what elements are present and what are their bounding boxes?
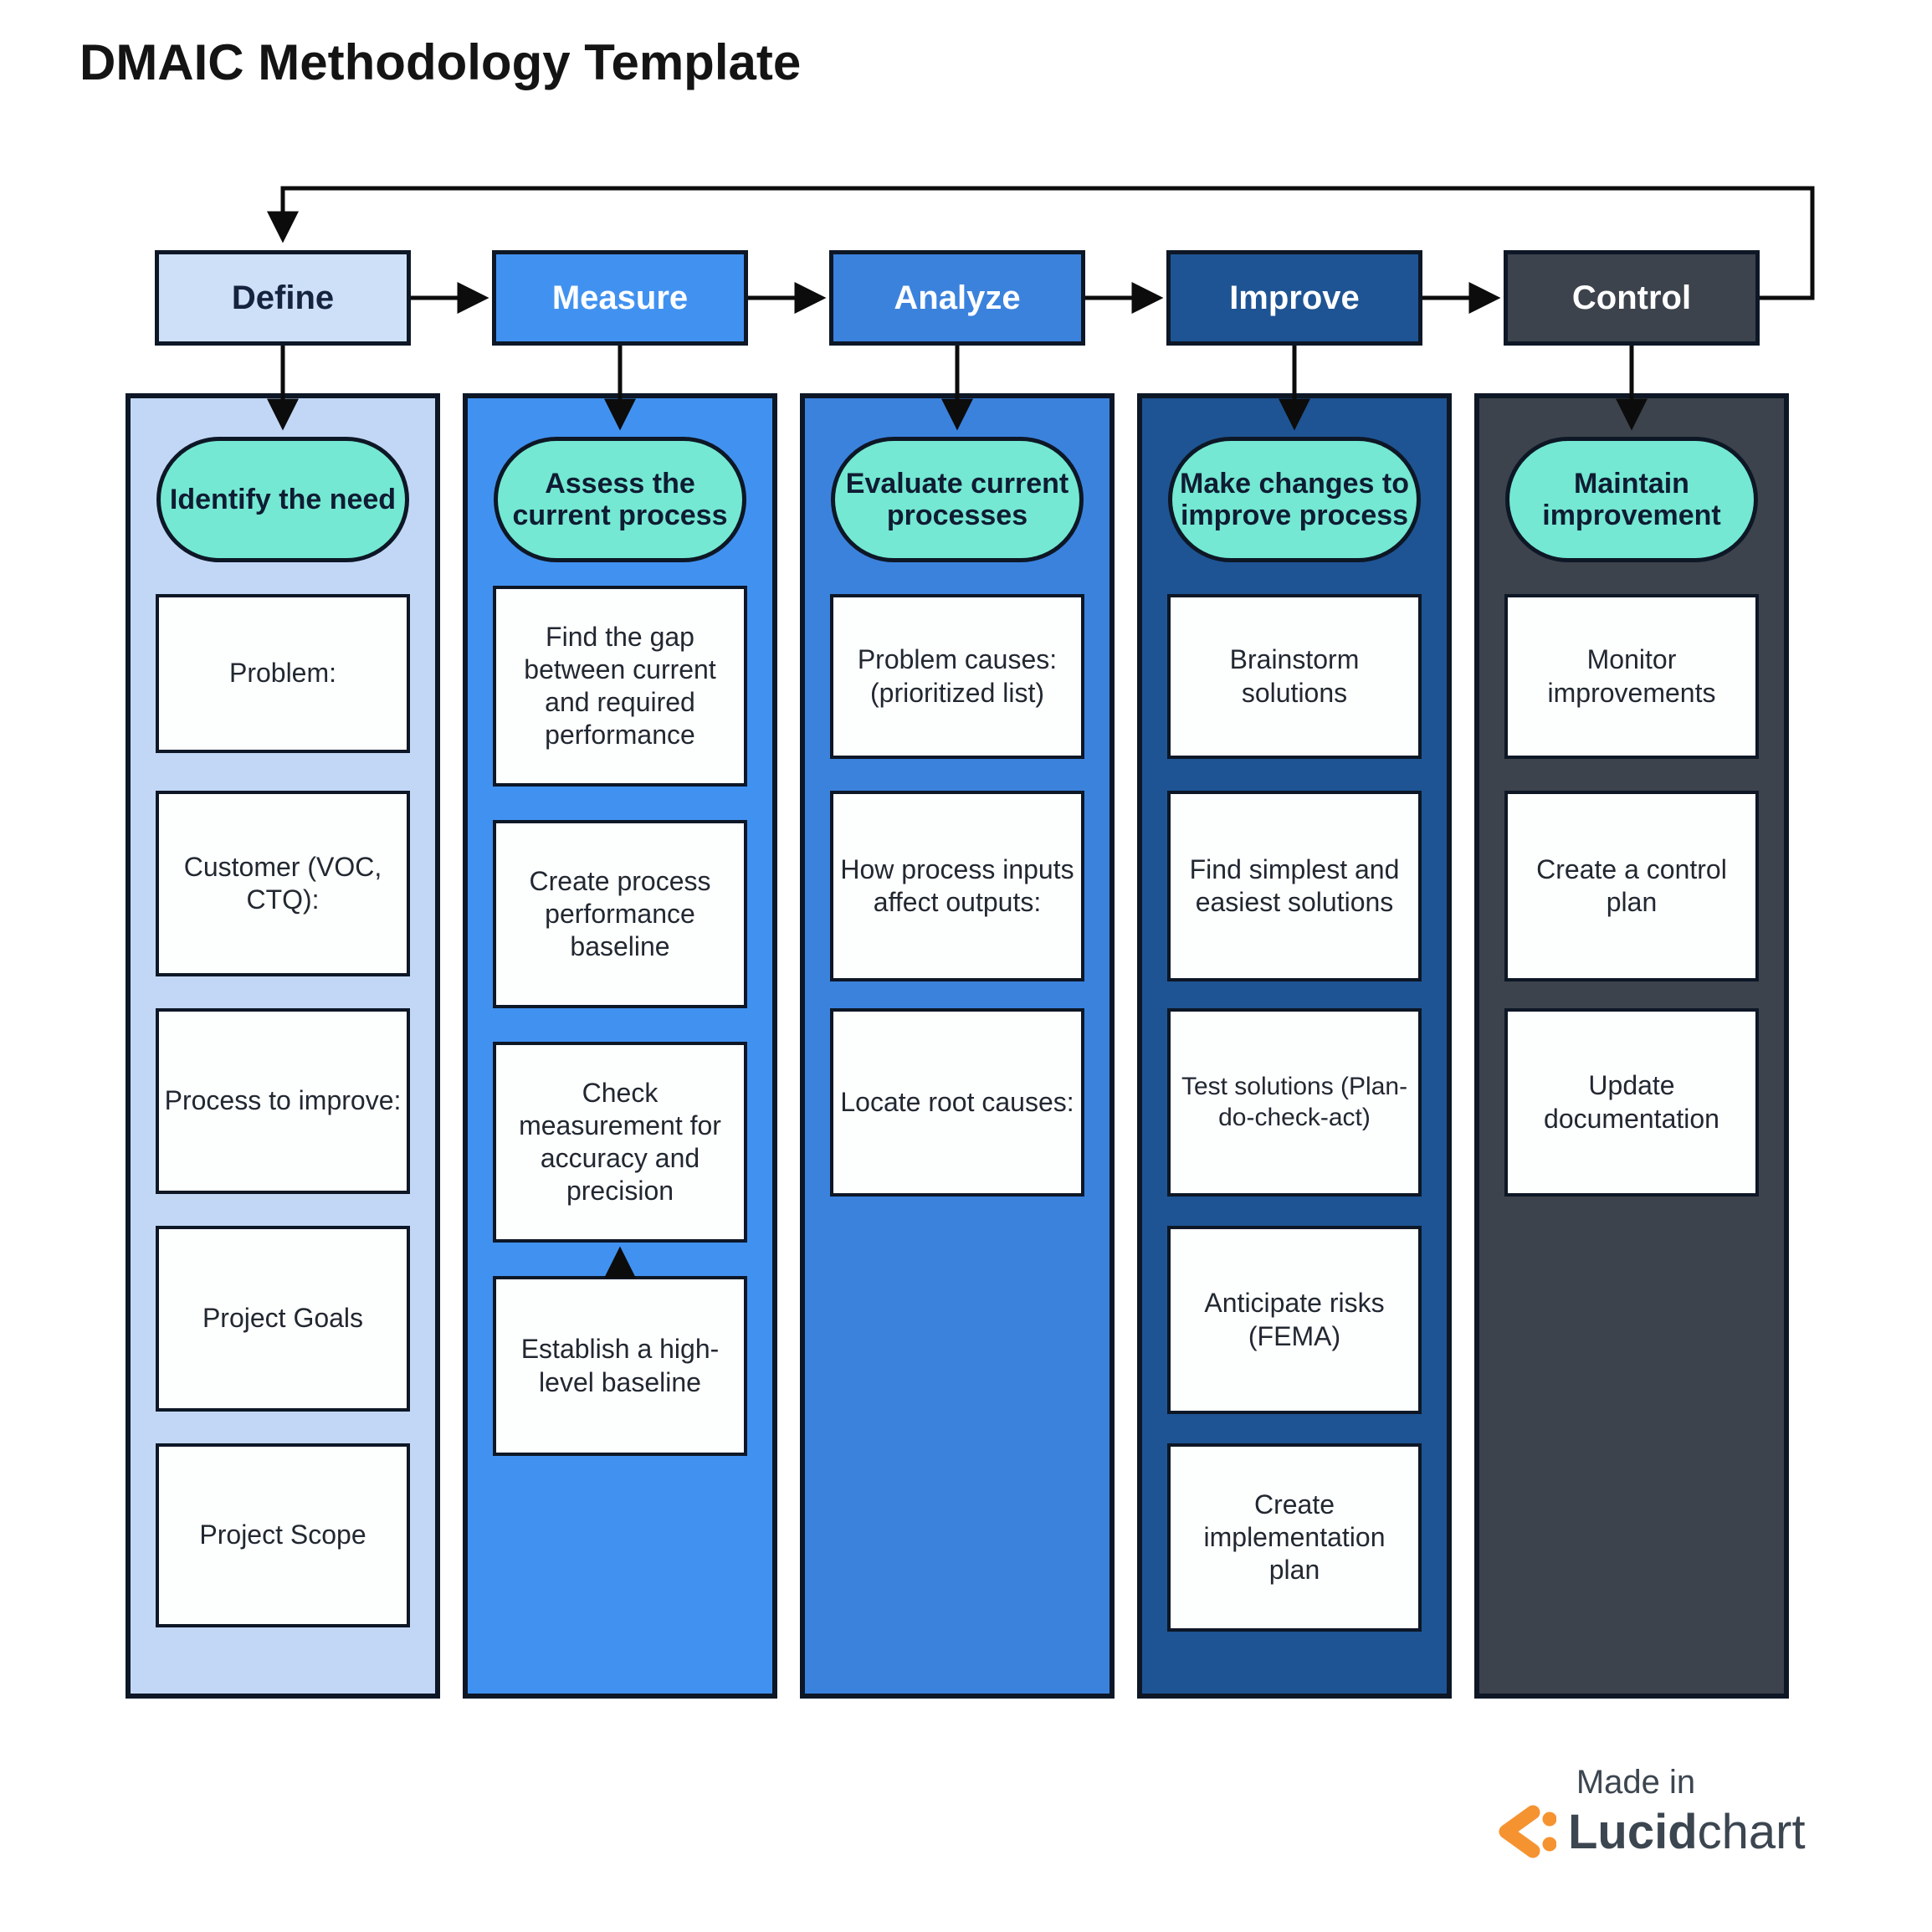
lucidchart-wordmark: Lucidchart — [1568, 1804, 1806, 1860]
task-box: Create implementation plan — [1167, 1443, 1422, 1632]
pill-evaluate-processes: Evaluate current processes — [831, 437, 1084, 562]
made-in-label: Made in — [1576, 1764, 1696, 1801]
page-title: DMAIC Methodology Template — [79, 34, 802, 90]
task-box: Update documentation — [1504, 1008, 1759, 1197]
task-box: How process inputs affect outputs: — [830, 791, 1084, 981]
stage-header-analyze: Analyze — [829, 250, 1085, 346]
stage-header-define: Define — [155, 250, 411, 346]
task-box: Establish a high-level baseline — [493, 1276, 747, 1456]
task-box: Test solutions (Plan-do-check-act) — [1167, 1008, 1422, 1197]
task-box: Locate root causes: — [830, 1008, 1084, 1197]
task-box: Find simplest and easiest solutions — [1167, 791, 1422, 981]
task-box: Project Goals — [156, 1226, 410, 1412]
task-box: Anticipate risks (FEMA) — [1167, 1226, 1422, 1414]
stage-header-measure: Measure — [492, 250, 748, 346]
task-box: Monitor improvements — [1504, 594, 1759, 759]
task-box: Problem: — [156, 594, 410, 753]
stage-header-control: Control — [1504, 250, 1760, 346]
task-box: Check measurement for accuracy and preci… — [493, 1042, 747, 1243]
lucidchart-logo: Lucidchart — [1494, 1801, 1806, 1863]
task-box: Brainstorm solutions — [1167, 594, 1422, 759]
task-box: Find the gap between current and require… — [493, 586, 747, 787]
task-box: Project Scope — [156, 1443, 410, 1627]
stage-header-improve: Improve — [1166, 250, 1422, 346]
task-box: Problem causes: (prioritized list) — [830, 594, 1084, 759]
brand-regular-text: chart — [1697, 1804, 1806, 1859]
task-box: Create a control plan — [1504, 791, 1759, 981]
lucidchart-icon — [1499, 1805, 1556, 1858]
pill-identify-need: Identify the need — [156, 437, 409, 562]
brand-bold-text: Lucid — [1568, 1804, 1698, 1859]
task-box: Create process performance baseline — [493, 820, 747, 1008]
task-box: Process to improve: — [156, 1008, 410, 1194]
pill-maintain-improvement: Maintain improvement — [1505, 437, 1758, 562]
task-box: Customer (VOC, CTQ): — [156, 791, 410, 976]
pill-make-changes: Make changes to improve process — [1168, 437, 1421, 562]
pill-assess-process: Assess the current process — [494, 437, 746, 562]
